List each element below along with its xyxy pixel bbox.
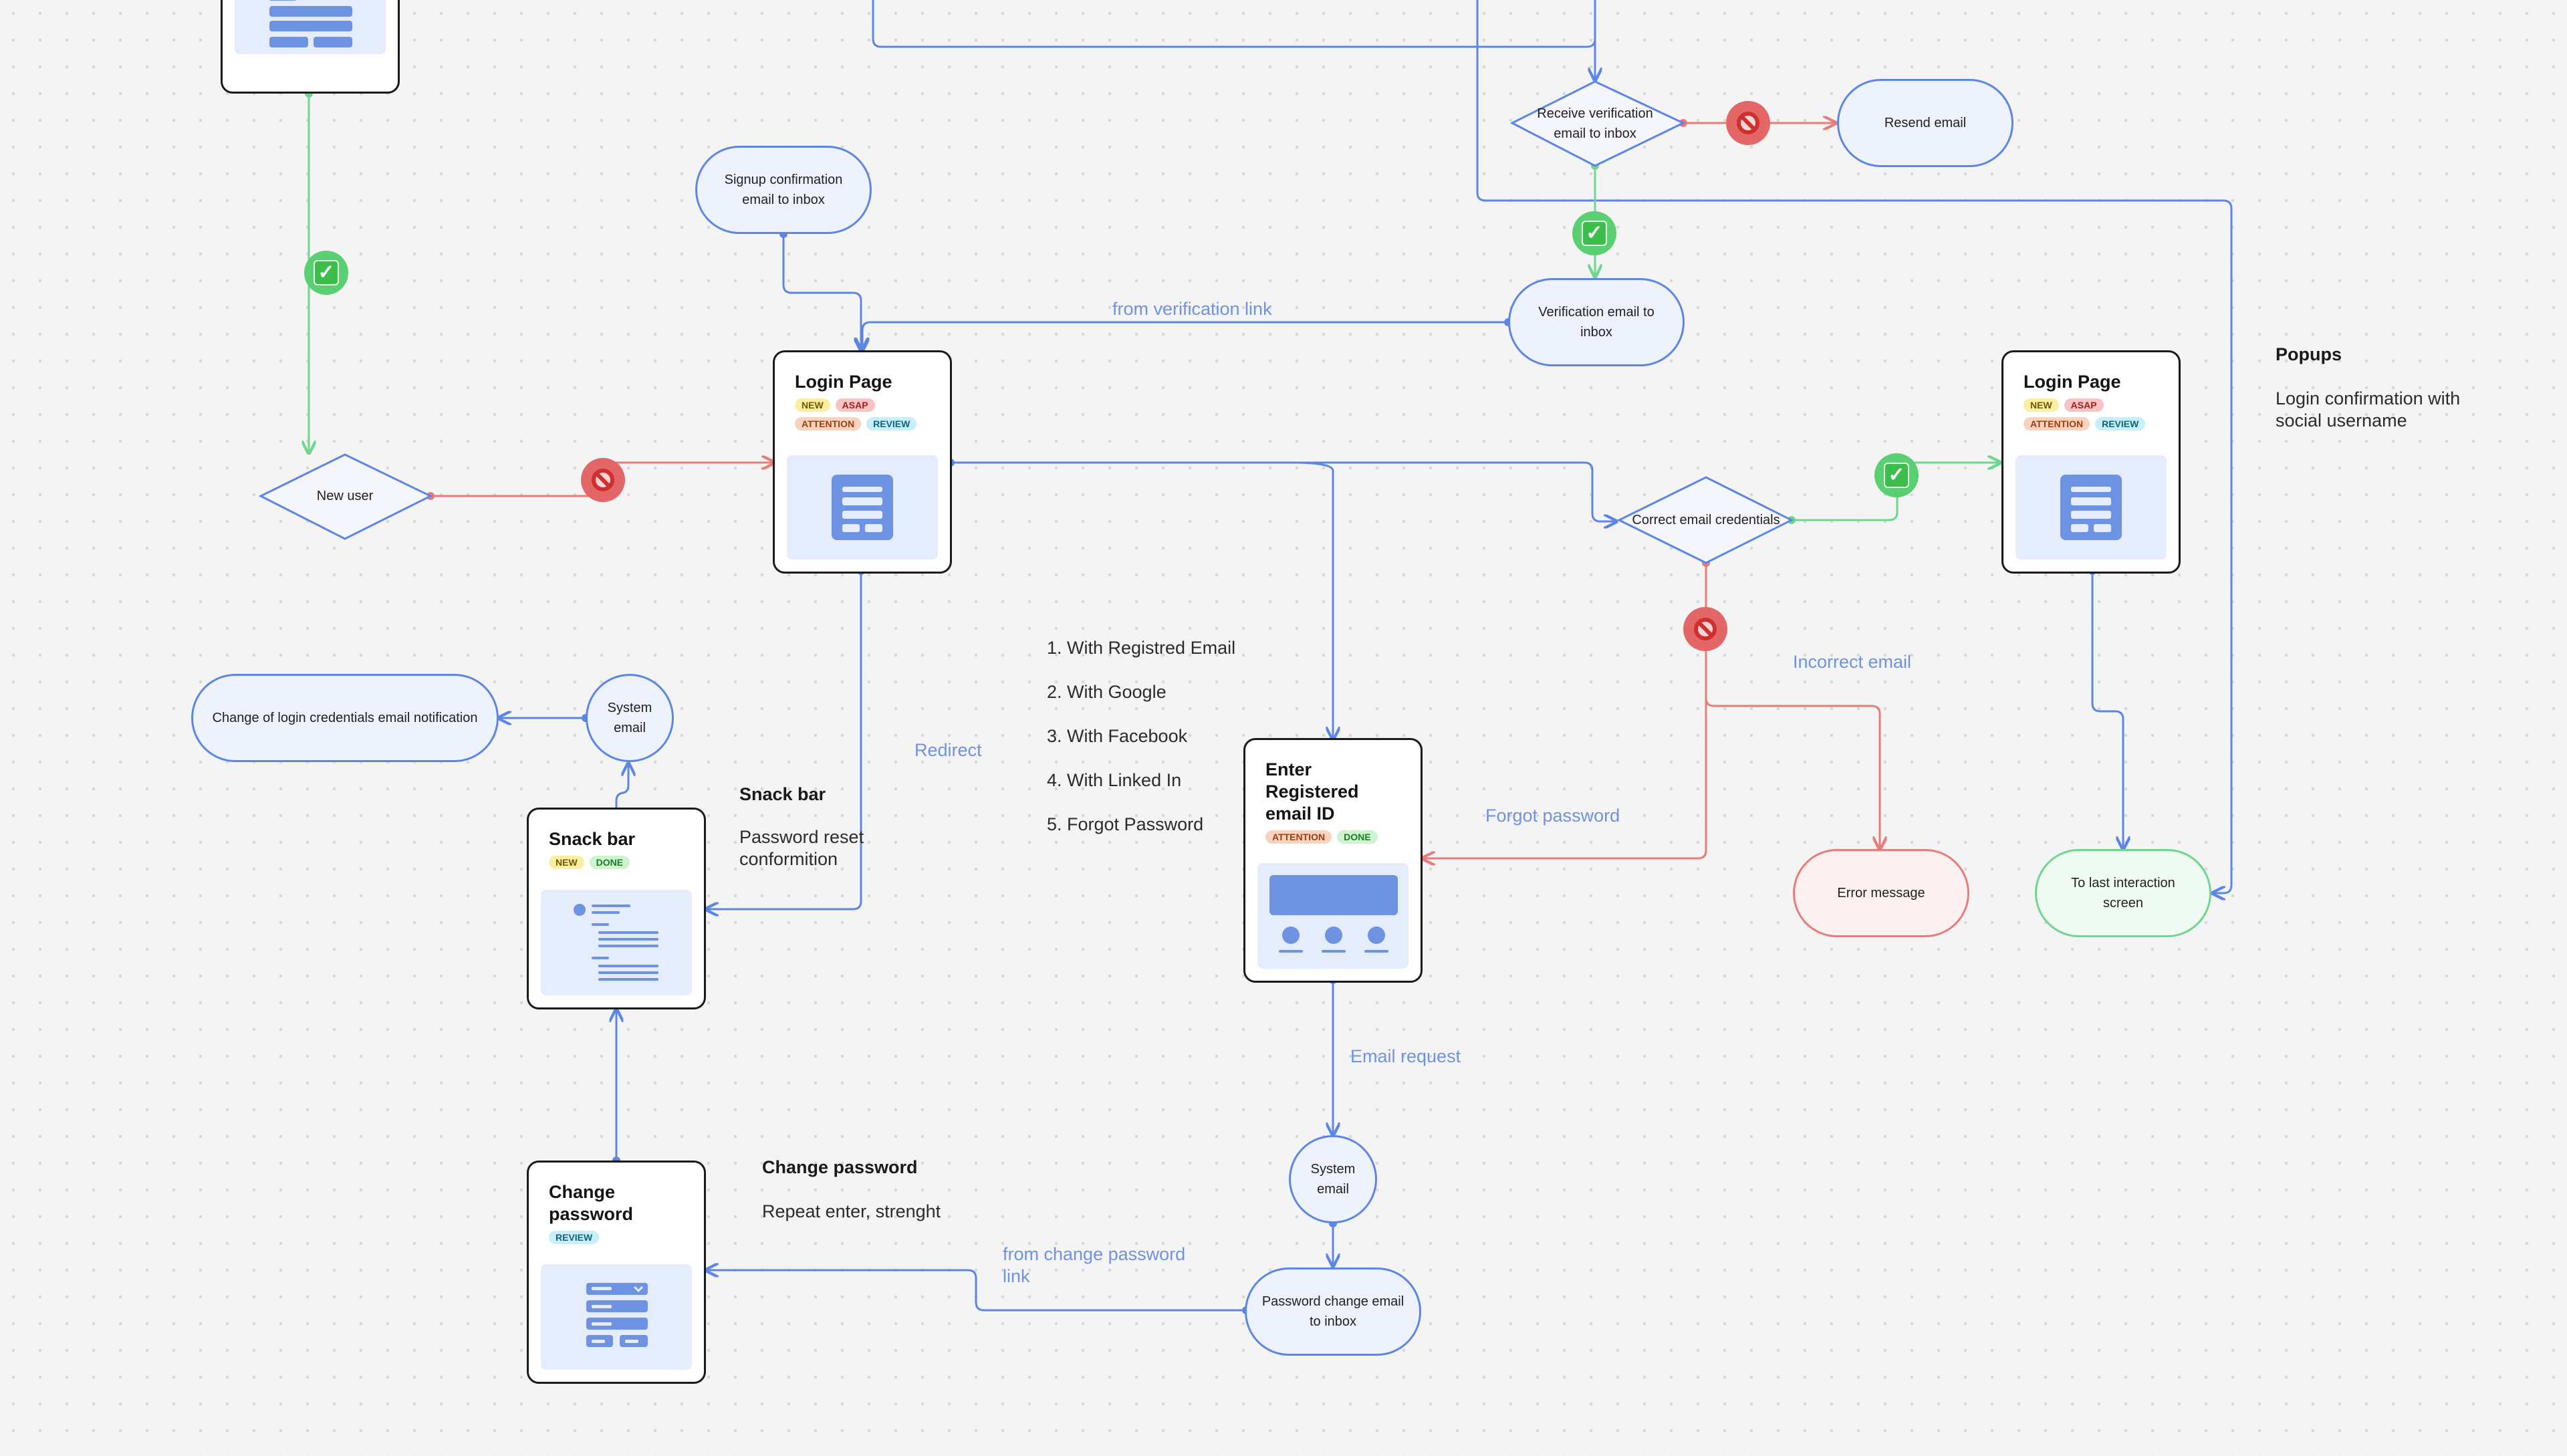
enter-email-card[interactable]: Enter Registered email ID ATTENTION DONE <box>1243 738 1423 983</box>
approved-badge: ✓ <box>1874 453 1919 497</box>
tag-new: NEW <box>795 398 830 412</box>
check-icon: ✓ <box>1582 221 1607 246</box>
popups-note-body: Login confirmation with social username <box>2276 388 2461 431</box>
change-password-note-title: Change password <box>762 1157 918 1177</box>
no-entry-icon <box>592 469 614 491</box>
tag-list: ATTENTION DONE <box>1265 830 1400 844</box>
snack-bar-note-body: Password reset conformition <box>739 827 864 869</box>
text-document-icon <box>574 904 658 981</box>
tag-list: NEW ASAP ATTENTION REVIEW <box>2024 398 2159 431</box>
card-preview <box>541 1264 692 1370</box>
top-card-partial[interactable] <box>221 0 400 94</box>
decision-new-user <box>258 453 433 540</box>
check-icon: ✓ <box>314 260 339 285</box>
rejected-badge <box>581 458 625 502</box>
new-user-label[interactable]: New user <box>316 489 374 503</box>
connector-snackbar-to-system-email <box>615 765 628 809</box>
login-method-item: 2. With Google <box>1047 682 1167 702</box>
check-icon: ✓ <box>1884 463 1909 488</box>
top-card-preview <box>235 0 386 54</box>
connector-incorrect-to-enter-email <box>1424 698 1707 858</box>
connector-to-last-interaction-from-top <box>1476 0 2233 893</box>
system-email-bottom-node[interactable]: System email <box>1289 1135 1377 1223</box>
tag-list: NEW ASAP ATTENTION REVIEW <box>795 398 930 431</box>
login-method-item: 4. With Linked In <box>1047 770 1182 790</box>
connector-login-to-correct-credentials <box>951 461 1615 521</box>
connector-top-loop <box>872 0 1596 48</box>
approved-badge: ✓ <box>1572 211 1616 255</box>
tag-attention: ATTENTION <box>1265 830 1332 844</box>
card-title: Login Page <box>795 372 892 392</box>
tag-attention: ATTENTION <box>795 417 862 431</box>
tag-list: NEW DONE <box>549 856 684 869</box>
card-title: Login Page <box>2024 372 2121 392</box>
card-preview <box>1257 863 1409 969</box>
verification-email-node[interactable]: Verification email to inbox <box>1508 278 1685 366</box>
resend-email-node[interactable]: Resend email <box>1837 79 2013 167</box>
login-method-item: 5. Forgot Password <box>1047 814 1204 834</box>
edge-label-from-change-password-link: from change password link <box>1003 1244 1186 1286</box>
tag-review: REVIEW <box>2095 417 2146 431</box>
connector-login-to-snackbar <box>707 571 862 909</box>
error-message-node[interactable]: Error message <box>1793 849 1969 937</box>
tag-list: REVIEW <box>549 1231 684 1244</box>
change-password-card[interactable]: Change password REVIEW <box>527 1161 706 1384</box>
card-preview <box>541 890 692 995</box>
document-icon <box>2060 475 2122 540</box>
connector-signup-to-login <box>782 234 861 349</box>
tag-new: NEW <box>2024 398 2059 412</box>
list-icon <box>269 0 352 47</box>
edge-label-incorrect-email: Incorrect email <box>1793 652 1912 672</box>
no-entry-icon <box>1694 618 1717 640</box>
approved-badge: ✓ <box>304 251 348 295</box>
snack-bar-card[interactable]: Snack bar NEW DONE <box>527 808 706 1009</box>
rejected-badge <box>1683 607 1727 651</box>
card-preview <box>787 455 938 560</box>
login-methods-list: 1. With Registred Email 2. With Google 3… <box>1047 626 1235 846</box>
card-title: Change password <box>549 1182 634 1224</box>
edge-label-redirect: Redirect <box>914 740 982 760</box>
tag-attention: ATTENTION <box>2024 417 2090 431</box>
popups-note-title: Popups <box>2276 344 2342 364</box>
tag-asap: ASAP <box>835 398 875 412</box>
edge-label-from-verification-link: from verification link <box>1112 299 1272 319</box>
rejected-badge <box>1726 101 1770 145</box>
correct-credentials-label[interactable]: Correct email credentials <box>1632 513 1780 527</box>
receive-verification-label[interactable]: Receive verification email to inbox <box>1537 106 1653 141</box>
edge-label-email-request: Email request <box>1350 1046 1461 1066</box>
snack-bar-note-title: Snack bar <box>739 784 826 804</box>
tag-asap: ASAP <box>2064 398 2104 412</box>
signup-confirmation-node[interactable]: Signup confirmation email to inbox <box>695 146 872 234</box>
change-password-note-body: Repeat enter, strenght <box>762 1201 941 1221</box>
document-icon <box>832 475 893 540</box>
card-title: Snack bar <box>549 829 636 849</box>
tag-review: REVIEW <box>866 417 917 431</box>
last-interaction-node[interactable]: To last interaction screen <box>2035 849 2211 937</box>
no-entry-icon <box>1737 112 1759 134</box>
login-method-item: 3. With Facebook <box>1047 726 1188 746</box>
tag-done: DONE <box>1337 830 1378 844</box>
connector-right-login-to-last-interaction <box>2091 571 2123 848</box>
edge-label-forgot-password: Forgot password <box>1485 806 1620 826</box>
password-change-email-node[interactable]: Password change email to inbox <box>1245 1267 1421 1356</box>
decision-correct-credentials <box>1616 476 1794 564</box>
credentials-notification-node[interactable]: Change of login credentials email notifi… <box>191 674 499 762</box>
login-page-right-card[interactable]: Login Page NEW ASAP ATTENTION REVIEW <box>2001 350 2181 574</box>
login-page-card[interactable]: Login Page NEW ASAP ATTENTION REVIEW <box>773 350 952 574</box>
connector-password-email-to-change-password <box>707 1270 1246 1312</box>
tag-new: NEW <box>549 856 584 869</box>
connector-incorrect-to-error <box>1705 563 1880 848</box>
connector-login-to-enter-email <box>1290 461 1333 738</box>
decision-receive-verification <box>1509 80 1686 167</box>
connector-verification-to-login <box>862 321 1508 349</box>
tag-done: DONE <box>589 856 630 869</box>
card-preview <box>2015 455 2167 560</box>
login-method-item: 1. With Registred Email <box>1047 638 1236 658</box>
form-fields-icon <box>586 1283 648 1347</box>
card-title: Enter Registered email ID <box>1265 759 1359 824</box>
tag-review: REVIEW <box>549 1231 600 1244</box>
login-form-icon <box>1269 875 1398 953</box>
system-email-left-node[interactable]: System email <box>586 674 674 762</box>
